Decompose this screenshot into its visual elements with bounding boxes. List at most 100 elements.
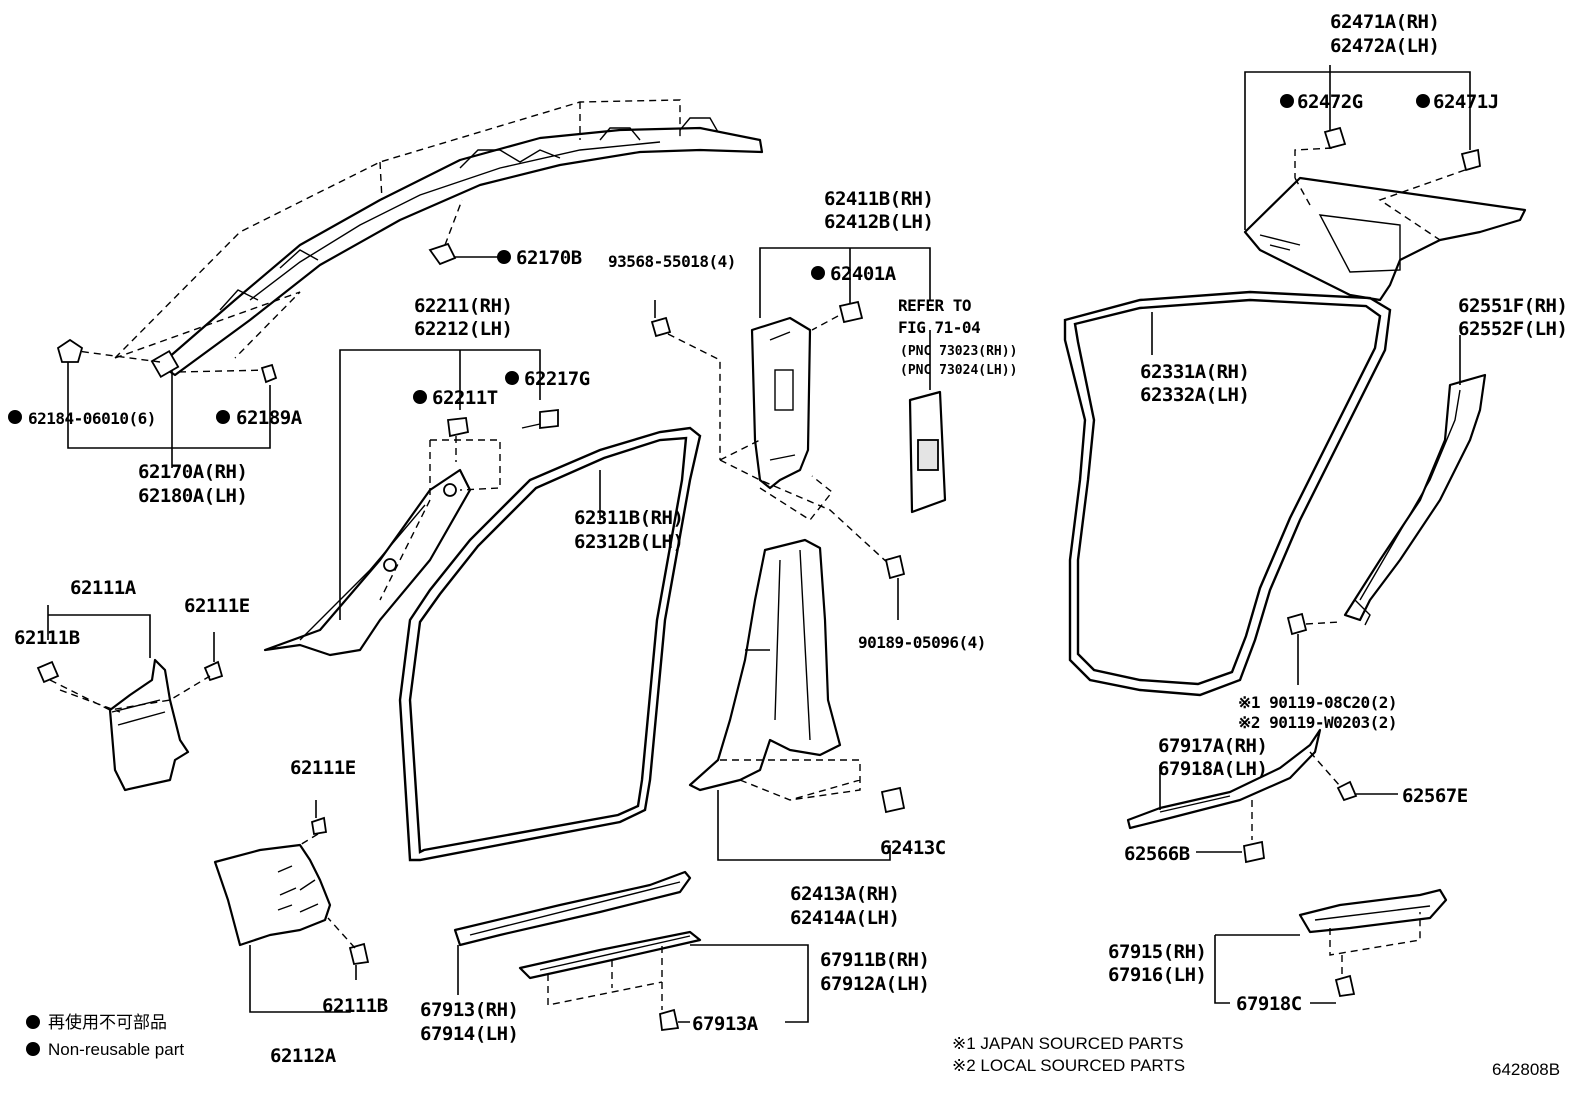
label-pnc2: (PNC 73024(LH)) bbox=[900, 363, 1017, 378]
nonreusable-dot-icon bbox=[505, 371, 519, 385]
label-90119b: ※2 90119-W0203(2) bbox=[1238, 713, 1397, 732]
figure-code: 642808B bbox=[1492, 1060, 1560, 1079]
front-door-scuff-plate bbox=[453, 870, 692, 947]
label-62170B: 62170B bbox=[516, 247, 582, 269]
cowl-side-trim bbox=[108, 658, 190, 792]
label-62471A: 62471A(RH) bbox=[1330, 11, 1439, 33]
roof-side-garnish bbox=[150, 117, 764, 379]
label-67915: 67915(RH) bbox=[1108, 941, 1206, 963]
label-62331A: 62331A(RH) bbox=[1140, 361, 1249, 383]
label-62412B: 62412B(LH) bbox=[824, 211, 933, 233]
label-62414A: 62414A(LH) bbox=[790, 907, 899, 929]
label-67913: 67913(RH) bbox=[420, 999, 518, 1021]
label-67914: 67914(LH) bbox=[420, 1023, 518, 1045]
label-67917A: 67917A(RH) bbox=[1158, 735, 1267, 757]
legend: 再使用不可部品 Non-reusable part bbox=[26, 1012, 184, 1059]
clip-62111E-top-icon bbox=[203, 660, 224, 682]
label-62472A: 62472A(LH) bbox=[1330, 35, 1439, 57]
rear-door-scuff-trim bbox=[1126, 728, 1322, 830]
label-67911B: 67911B(RH) bbox=[820, 949, 929, 971]
label-90189: 90189-05096(4) bbox=[858, 633, 986, 652]
clip-62184-icon bbox=[56, 338, 84, 363]
label-67918C: 67918C bbox=[1236, 993, 1302, 1015]
clip-62566B-icon bbox=[1243, 840, 1265, 864]
note-local-sourced: ※2 LOCAL SOURCED PARTS bbox=[952, 1056, 1185, 1075]
nonreusable-dot-icon bbox=[413, 390, 427, 404]
label-62189A: 62189A bbox=[236, 407, 303, 429]
front-door-scuff-plate-inner bbox=[518, 930, 702, 980]
label-62170A: 62170A(RH) bbox=[138, 461, 247, 483]
label-67912A: 67912A(LH) bbox=[820, 973, 929, 995]
label-90119a: ※1 90119-08C20(2) bbox=[1238, 693, 1397, 712]
label-62111A: 62111A bbox=[70, 577, 137, 599]
label-62472G: 62472G bbox=[1297, 91, 1363, 113]
clip-62471J-icon bbox=[1460, 148, 1481, 172]
label-pnc1: (PNC 73023(RH)) bbox=[900, 344, 1017, 359]
note-japan-sourced: ※1 JAPAN SOURCED PARTS bbox=[952, 1034, 1184, 1053]
clip-67918C-icon bbox=[1334, 974, 1356, 998]
nonreusable-dot-icon bbox=[1416, 94, 1430, 108]
label-62112A: 62112A bbox=[270, 1045, 337, 1067]
label-62332A: 62332A(LH) bbox=[1140, 384, 1249, 406]
label-62566B: 62566B bbox=[1124, 843, 1190, 865]
front-door-seal bbox=[398, 426, 702, 862]
label-62217G: 62217G bbox=[524, 368, 590, 390]
label-refer2: FIG 71-04 bbox=[898, 318, 980, 337]
label-62212: 62212(LH) bbox=[414, 318, 512, 340]
rear-door-scuff-plate bbox=[1298, 888, 1448, 934]
rear-pillar-trim bbox=[1343, 373, 1487, 626]
label-62567E: 62567E bbox=[1402, 785, 1468, 807]
clip-62111E-bot-icon bbox=[310, 816, 328, 836]
source-notes: ※1 JAPAN SOURCED PARTS ※2 LOCAL SOURCED … bbox=[952, 1034, 1185, 1075]
label-62401A: 62401A bbox=[830, 263, 897, 285]
label-62312B: 62312B(LH) bbox=[574, 531, 683, 553]
label-62413C: 62413C bbox=[880, 837, 946, 859]
label-62111B-bot: 62111B bbox=[322, 995, 388, 1017]
nonreusable-dot-icon bbox=[497, 250, 511, 264]
nonreusable-markers bbox=[8, 94, 1430, 424]
label-67918A: 67918A(LH) bbox=[1158, 758, 1267, 780]
bolt-93568-icon bbox=[650, 300, 672, 338]
clip-90189-icon bbox=[884, 554, 906, 580]
nonreusable-dot-icon bbox=[1280, 94, 1294, 108]
label-62411B: 62411B(RH) bbox=[824, 188, 933, 210]
label-62551F: 62551F(RH) bbox=[1458, 295, 1567, 317]
center-pillar-lower-garnish bbox=[688, 538, 842, 792]
label-62552F: 62552F(LH) bbox=[1458, 318, 1567, 340]
nonreusable-dot-icon bbox=[216, 410, 230, 424]
rear-door-seal bbox=[1063, 290, 1392, 697]
clip-67913A-icon bbox=[659, 1008, 680, 1032]
clip-62189A-icon bbox=[260, 363, 278, 384]
clip-62401A-icon bbox=[838, 300, 864, 324]
label-62111E-top: 62111E bbox=[184, 595, 250, 617]
label-refer1: REFER TO bbox=[898, 296, 971, 315]
label-67913A: 67913A bbox=[692, 1013, 759, 1035]
label-62211: 62211(RH) bbox=[414, 295, 512, 317]
label-62111E-bot: 62111E bbox=[290, 757, 356, 779]
label-62184: 62184-06010(6) bbox=[28, 409, 156, 428]
front-pillar-garnish bbox=[263, 468, 472, 657]
label-93568: 93568-55018(4) bbox=[608, 252, 736, 271]
legend-jp: 再使用不可部品 bbox=[48, 1012, 167, 1032]
bolt-90119-icon bbox=[1286, 612, 1308, 636]
lower-cowl-trim bbox=[213, 843, 332, 947]
clip-62111B-bot-icon bbox=[348, 942, 370, 966]
legend-dot-icon bbox=[26, 1015, 40, 1029]
clip-62111B-top-icon bbox=[36, 660, 60, 684]
label-62211T: 62211T bbox=[432, 387, 498, 409]
clip-62413C-icon bbox=[880, 786, 906, 814]
label-62471J: 62471J bbox=[1433, 91, 1499, 113]
clip-62567E-icon bbox=[1336, 780, 1358, 802]
clip-62472G-icon bbox=[1323, 126, 1347, 150]
clip-62170B-icon bbox=[428, 199, 500, 266]
nonreusable-dot-icon bbox=[8, 410, 22, 424]
label-62311B: 62311B(RH) bbox=[574, 507, 683, 529]
part-labels: 62471A(RH) 62472A(LH) 62472G 62471J 6217… bbox=[14, 11, 1568, 1067]
legend-dot-icon bbox=[26, 1042, 40, 1056]
label-62413A: 62413A(RH) bbox=[790, 883, 899, 905]
label-62111B-top: 62111B bbox=[14, 627, 80, 649]
seatbelt-retractor-cover bbox=[908, 390, 947, 514]
label-67916: 67916(LH) bbox=[1108, 964, 1206, 986]
clip-62211T-icon bbox=[446, 417, 470, 438]
